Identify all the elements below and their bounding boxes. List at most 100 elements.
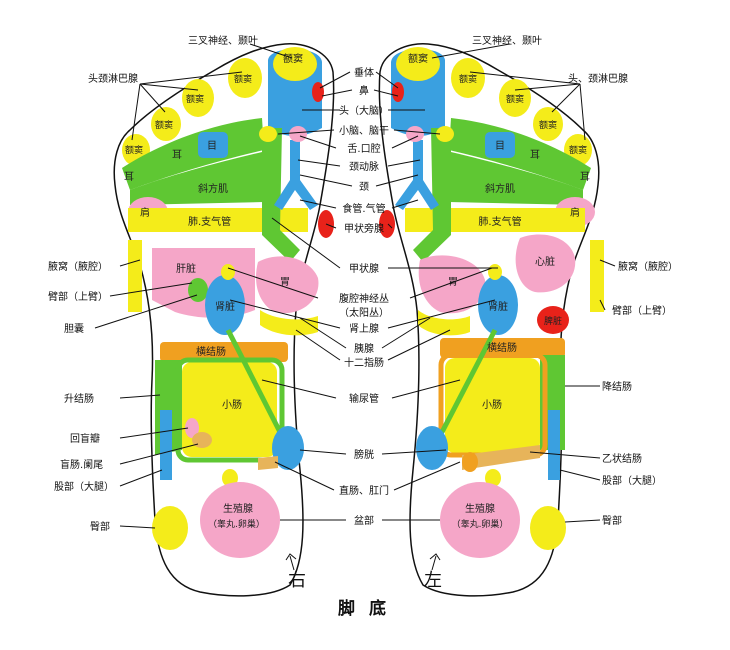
left-small-dot bbox=[485, 469, 501, 487]
left-tongue-dot bbox=[406, 126, 424, 142]
left-kidney-label: 肾脏 bbox=[488, 300, 508, 313]
left-descending-colon-label: 降结肠 bbox=[602, 380, 632, 393]
labels: 三叉神经、颞叶 三叉神经、颞叶 头颈淋巴腺 头、颈淋巴腺 垂体 鼻 头（大脑） … bbox=[48, 34, 678, 619]
center-label-9: 甲状腺 bbox=[349, 262, 379, 275]
right-upper-arm-label: 臂部（上臂） bbox=[48, 290, 108, 303]
right-gonad-label: 生殖腺 bbox=[223, 502, 253, 515]
right-toe-3 bbox=[182, 79, 214, 117]
right-toe-4 bbox=[151, 107, 181, 141]
right-axilla-label: 腋窝（腋腔） bbox=[48, 260, 108, 273]
left-lung-label: 肺.支气管 bbox=[478, 215, 521, 228]
right-ureter bbox=[225, 328, 285, 438]
left-spleen bbox=[537, 306, 569, 334]
right-ileocecal-label: 回盲瓣 bbox=[70, 432, 100, 445]
center-label-18: 盆部 bbox=[354, 514, 374, 527]
left-sinus-label: 额窦 bbox=[408, 52, 428, 65]
left-pituitary bbox=[392, 82, 404, 102]
left-tcolon-label: 横结肠 bbox=[487, 341, 517, 354]
right-duodenum bbox=[260, 310, 318, 336]
right-buttock bbox=[152, 506, 188, 550]
center-label-0: 垂体 bbox=[354, 67, 374, 79]
center-label-12: 肾上腺 bbox=[349, 322, 379, 335]
center-label-11: （太阳丛） bbox=[339, 306, 389, 319]
right-buttock-label: 臀部 bbox=[90, 520, 110, 533]
right-stomach bbox=[255, 256, 319, 314]
right-axilla-bar bbox=[128, 240, 142, 312]
right-esophagus bbox=[274, 140, 318, 210]
right-sinus-label: 额窦 bbox=[283, 52, 303, 65]
left-toe-2 bbox=[451, 58, 485, 98]
left-foot-marker: 左 bbox=[424, 570, 442, 591]
left-stomach bbox=[418, 255, 486, 314]
left-foot: 额窦 额窦 额窦 额窦 额窦 目 耳 耳 斜方肌 肩 肺.支气管 心脏 胃 肾脏… bbox=[378, 43, 604, 597]
right-trapezius-label: 斜方肌 bbox=[198, 182, 228, 195]
left-parathyroid bbox=[379, 210, 395, 238]
left-shoulder-label: 肩 bbox=[570, 206, 580, 219]
left-trapezius bbox=[449, 152, 583, 205]
center-label-14: 十二指肠 bbox=[344, 356, 384, 369]
left-heart bbox=[515, 234, 576, 293]
left-sinus-big bbox=[396, 47, 440, 81]
left-buttock bbox=[530, 506, 566, 550]
left-buttock-label: 臀部 bbox=[602, 514, 622, 527]
right-bladder bbox=[272, 426, 304, 470]
left-gonad bbox=[440, 482, 520, 558]
left-toe-3 bbox=[499, 79, 531, 117]
center-label-17: 直肠、肛门 bbox=[339, 484, 389, 497]
left-lymph-label: 头、颈淋巴腺 bbox=[568, 72, 628, 85]
right-eye-label: 目 bbox=[207, 141, 217, 152]
right-sinus-label-2: 额窦 bbox=[234, 73, 252, 85]
right-kidney bbox=[205, 275, 245, 335]
right-cecum-label: 盲肠.阑尾 bbox=[60, 458, 103, 471]
right-si-label: 小肠 bbox=[222, 399, 242, 411]
center-label-3: 小脑、脑干 bbox=[339, 124, 389, 137]
center-label-10: 腹腔神经丛 bbox=[339, 292, 389, 305]
left-trigeminal-label: 三叉神经、颞叶 bbox=[472, 34, 542, 47]
right-tcolon-label: 横结肠 bbox=[196, 345, 226, 358]
center-label-15: 输尿管 bbox=[349, 392, 379, 405]
left-sinus-label-2: 额窦 bbox=[459, 73, 477, 85]
right-spine bbox=[262, 128, 300, 262]
left-eye-label: 目 bbox=[495, 141, 505, 152]
left-sinus-label-3: 额窦 bbox=[506, 93, 524, 105]
right-cecum bbox=[192, 432, 212, 448]
center-label-13: 胰腺 bbox=[354, 342, 374, 355]
left-sinus-label-5: 额窦 bbox=[569, 144, 587, 156]
left-ureter bbox=[437, 328, 498, 438]
center-label-2: 头（大脑） bbox=[339, 104, 389, 117]
right-sinus-label-4: 额窦 bbox=[155, 119, 173, 131]
right-tongue-dot bbox=[289, 126, 307, 142]
left-thigh-label: 股部（大腿） bbox=[602, 474, 662, 487]
left-kidney bbox=[478, 275, 518, 335]
left-trapezius-label: 斜方肌 bbox=[485, 182, 515, 195]
right-gonad bbox=[200, 482, 280, 558]
left-axilla-bar bbox=[590, 240, 604, 312]
left-ear-label-2: 耳 bbox=[580, 171, 590, 183]
right-transverse-colon bbox=[160, 342, 288, 362]
left-gonad-sub-label: （睾丸.卵巢） bbox=[452, 518, 509, 530]
center-label-7: 食管.气管 bbox=[342, 202, 385, 215]
right-ileocecal bbox=[185, 418, 199, 438]
center-label-4: 舌.口腔 bbox=[347, 142, 380, 155]
left-gonad-label: 生殖腺 bbox=[465, 502, 495, 515]
right-gonad-sub-label: （睾丸.卵巢） bbox=[208, 518, 265, 530]
left-sigmoid-label: 乙状结肠 bbox=[602, 452, 642, 465]
right-gallbladder-label: 胆囊 bbox=[64, 322, 84, 335]
left-adrenal-dot bbox=[488, 264, 502, 280]
left-spleen-label: 脾脏 bbox=[544, 315, 562, 327]
leader-lines bbox=[94, 43, 616, 571]
center-label-8: 甲状旁腺 bbox=[344, 222, 384, 235]
right-adrenal-dot bbox=[221, 264, 235, 280]
right-shoulder-label: 肩 bbox=[140, 206, 150, 219]
right-cerebellum-dot bbox=[259, 126, 277, 142]
left-ear-label: 耳 bbox=[530, 149, 540, 161]
center-label-1: 鼻 bbox=[359, 84, 369, 97]
left-thigh-bar bbox=[548, 410, 560, 480]
left-spine bbox=[413, 128, 451, 262]
center-label-16: 膀胱 bbox=[354, 448, 374, 461]
left-eye-zone bbox=[485, 132, 515, 158]
right-sinus-label-5: 额窦 bbox=[125, 144, 143, 156]
right-stomach-label: 胃 bbox=[280, 276, 290, 288]
left-cerebellum-dot bbox=[436, 126, 454, 142]
